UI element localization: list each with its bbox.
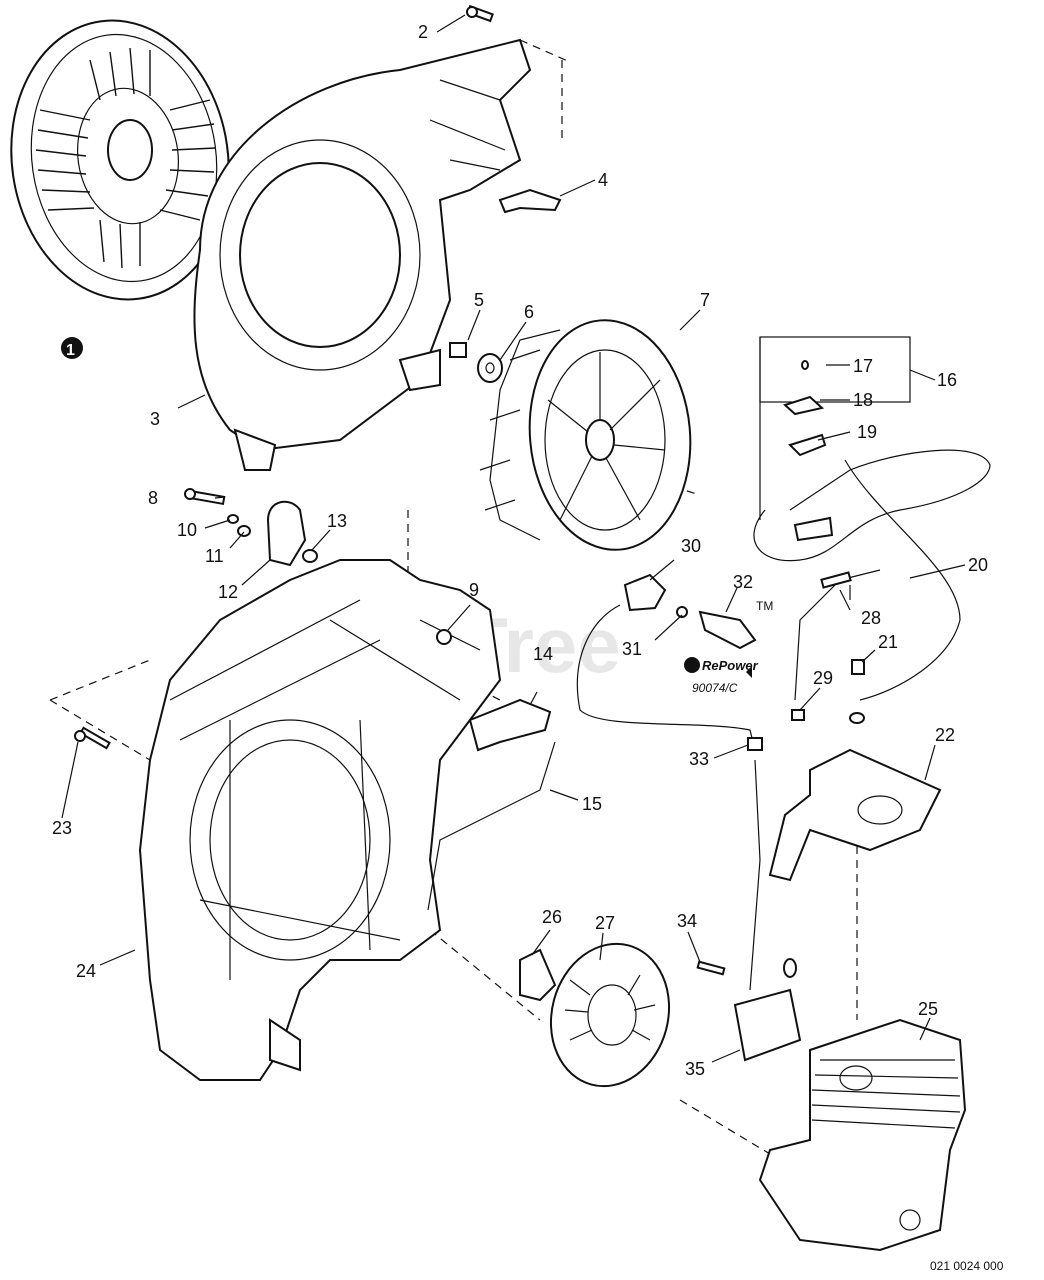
nut-part	[436, 629, 452, 645]
callout-18: 18	[853, 390, 873, 410]
ignition-module-part	[733, 988, 802, 1062]
callout-34: 34	[677, 911, 697, 931]
flywheel-part	[549, 942, 671, 1088]
grommet-part-33	[747, 737, 763, 751]
callout-12: 12	[218, 582, 238, 602]
callout-35: 35	[685, 1059, 705, 1079]
alignment-lines	[49, 39, 858, 1161]
switch-screw-part	[801, 360, 809, 370]
leader-lines	[61, 14, 966, 1063]
callout-9: 9	[469, 580, 479, 600]
callout-23: 23	[52, 818, 72, 838]
engine-part	[758, 1018, 967, 1252]
callout-14: 14	[533, 644, 553, 664]
ground-lead-part-20	[844, 459, 961, 701]
callout-15: 15	[582, 794, 602, 814]
fan-wheel-part	[479, 319, 692, 551]
callout-3: 3	[150, 409, 160, 429]
callout-20: 20	[968, 555, 988, 575]
spark-plug-part	[698, 610, 757, 650]
callout-28: 28	[861, 608, 881, 628]
circled-number-icon	[61, 337, 83, 359]
callout-7: 7	[700, 290, 710, 310]
callout-32: 32	[733, 572, 753, 592]
callout-19: 19	[857, 422, 877, 442]
cone-part	[519, 948, 557, 1002]
wire-connector-28	[794, 569, 881, 701]
stud-part	[449, 342, 467, 358]
latch-part	[498, 188, 562, 214]
bolt-part-23	[74, 726, 111, 750]
callout-8: 8	[148, 488, 158, 508]
callout-1: 1	[66, 342, 75, 359]
callout-2: 2	[418, 22, 428, 42]
washer-part	[477, 353, 503, 383]
ignition-wire	[576, 604, 756, 751]
spark-plug-boot-part	[623, 573, 667, 612]
bolt-washer-set	[184, 488, 318, 567]
callout-17: 17	[853, 356, 873, 376]
repower-badge: RePower 90074/C	[684, 657, 759, 695]
callout-24: 24	[76, 961, 96, 981]
ground-wire	[749, 759, 761, 991]
callout-25: 25	[918, 999, 938, 1019]
callout-labels: 2 3 4 5 6 7 8 9 10 11 12 13 14 15 16 17 …	[52, 22, 988, 1079]
bolt-part-34	[696, 960, 726, 976]
switch-cover-part	[783, 395, 825, 416]
brand-part-number: 90074/C	[692, 681, 738, 695]
callout-29: 29	[813, 668, 833, 688]
ring-part-31	[676, 606, 688, 618]
callout-31: 31	[622, 639, 642, 659]
callout-22: 22	[935, 725, 955, 745]
screw-part	[466, 4, 494, 23]
heat-shield-part	[768, 748, 942, 882]
callout-33: 33	[689, 749, 709, 769]
switch-wire-part	[753, 449, 991, 562]
drawing-number: 021 0024 000	[930, 1259, 1004, 1273]
callout-13: 13	[327, 511, 347, 531]
throttle-rod-part	[427, 741, 556, 911]
nut-part-29	[791, 709, 805, 721]
watermark-tm: TM	[756, 599, 773, 613]
main-frame-part	[138, 559, 502, 1081]
callout-27: 27	[595, 913, 615, 933]
callout-26: 26	[542, 907, 562, 927]
callout-5: 5	[474, 290, 484, 310]
switch-kit-bracket	[759, 336, 911, 403]
switch-part	[793, 516, 834, 542]
blower-housing-part	[193, 38, 532, 471]
callout-4: 4	[598, 170, 608, 190]
wire-connector	[783, 958, 797, 978]
brand-badge-text: RePower	[702, 658, 759, 673]
callout-6: 6	[524, 302, 534, 322]
callout-30: 30	[681, 536, 701, 556]
callout-11: 11	[205, 546, 224, 566]
screw-part-21	[851, 659, 865, 675]
switch-body-part	[788, 433, 827, 457]
throttle-lever-part	[468, 698, 552, 752]
callout-21: 21	[878, 632, 898, 652]
callout-10: 10	[177, 520, 197, 540]
starter-cover-part	[10, 19, 230, 359]
callout-16: 16	[937, 370, 957, 390]
